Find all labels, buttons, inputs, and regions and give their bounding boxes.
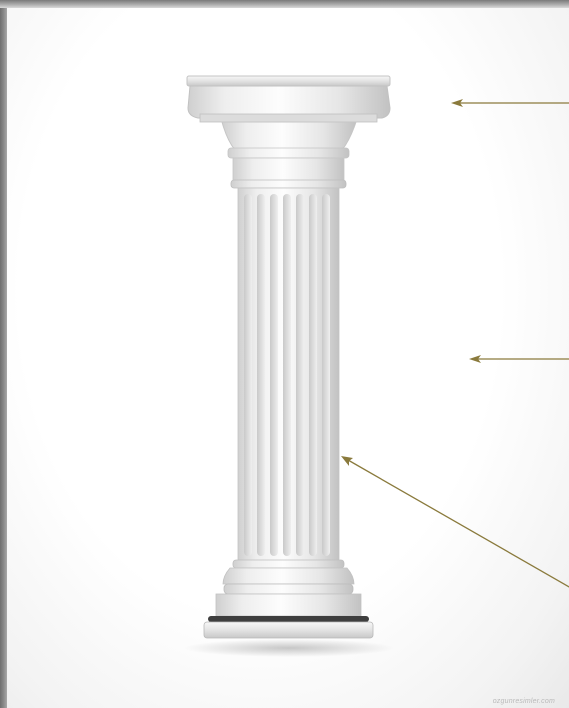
- base: [204, 560, 373, 638]
- floor-shadow: [184, 639, 394, 657]
- shaft-arrow: [469, 355, 569, 363]
- capital: [187, 76, 390, 188]
- column-icon: [187, 76, 390, 638]
- watermark: ozgunresimler.com: [493, 698, 555, 705]
- capital-arrow: [451, 99, 569, 107]
- shaft: [238, 188, 339, 563]
- pointer-arrows: [341, 99, 569, 588]
- flute-arrow: [341, 456, 569, 588]
